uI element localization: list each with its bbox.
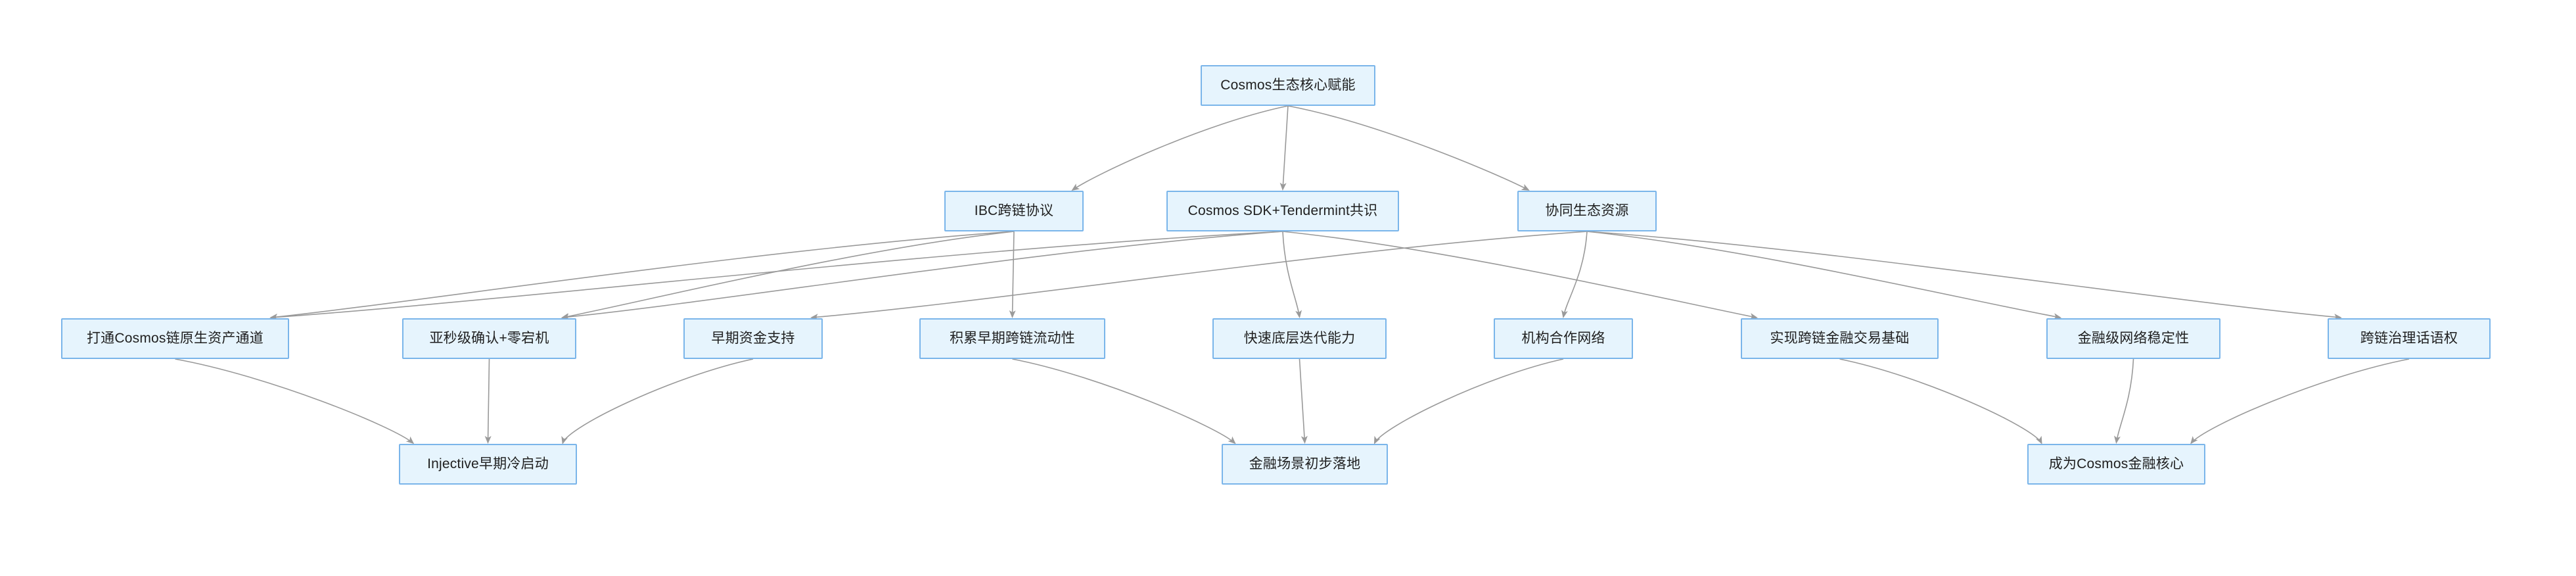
flowchart-edge-l2c-to-l3h [1586,231,2062,320]
flowchart-node-label: 积累早期跨链流动性 [950,331,1075,347]
flowchart-node-l3h[interactable]: 金融级网络稳定性 [2046,318,2220,359]
flowchart-node-label: 金融级网络稳定性 [2077,331,2190,347]
flowchart-node-l3d[interactable]: 积累早期跨链流动性 [919,318,1105,359]
flowchart-node-label: IBC跨链协议 [974,203,1054,219]
flowchart-node-l4a[interactable]: Injective早期冷启动 [399,444,577,485]
flowchart-node-l2a[interactable]: IBC跨链协议 [944,191,1084,231]
flowchart-edge-l2b-to-l3a [269,231,1283,321]
flowchart-node-label: 成为Cosmos金融核心 [2048,456,2184,472]
flowchart-edge-l3i-to-l4c [2190,358,2410,444]
flowchart-edge-l3a-to-l4a [175,358,415,444]
flowchart-node-l3f[interactable]: 机构合作网络 [1494,318,1633,359]
flowchart-edge-l3g-to-l4c [1839,358,2042,444]
flowchart-edge-l2a-to-l3b [561,231,1015,320]
flowchart-edge-l2a-to-l3d [1009,231,1016,318]
flowchart-edge-l2c-to-l3i [1586,231,2342,321]
flowchart-edge-l2c-to-l3c [810,231,1588,321]
flowchart-edge-l3e-to-l4b [1299,358,1308,444]
flowchart-node-label: 早期资金支持 [711,331,795,347]
flowchart-node-label: 打通Cosmos链原生资产通道 [86,331,264,347]
flowchart-node-label: 快速底层迭代能力 [1243,331,1356,347]
flowchart-edge-root-to-l2a [1071,105,1289,191]
flowchart-node-root[interactable]: Cosmos生态核心赋能 [1201,65,1375,106]
flowchart-edge-l3h-to-l4c [2114,358,2134,444]
flowchart-node-l2b[interactable]: Cosmos SDK+Tendermint共识 [1166,191,1399,231]
flowchart-node-label: Cosmos SDK+Tendermint共识 [1187,203,1378,219]
flowchart-node-label: 亚秒级确认+零宕机 [429,331,549,347]
flowchart-node-label: 实现跨链金融交易基础 [1770,331,1910,347]
flowchart-node-label: Injective早期冷启动 [427,456,549,472]
flowchart-edge-l2c-to-l3f [1561,231,1588,318]
flowchart-node-label: 协同生态资源 [1545,203,1629,219]
flowchart-edge-l3f-to-l4b [1373,358,1564,444]
flowchart-node-l2c[interactable]: 协同生态资源 [1517,191,1657,231]
flowchart-node-label: 机构合作网络 [1521,331,1605,347]
flowchart-node-l4c[interactable]: 成为Cosmos金融核心 [2027,444,2205,485]
flowchart-edge-l2a-to-l3a [269,231,1015,320]
flowchart-node-label: 金融场景初步落地 [1249,456,1361,472]
flowchart-edge-root-to-l2c [1287,105,1530,191]
flowchart-edge-l3d-to-l4b [1012,358,1236,444]
flowchart-edge-l3b-to-l4a [484,358,492,444]
flowchart-edge-l3c-to-l4a [561,358,754,444]
flowchart-node-l3i[interactable]: 跨链治理话语权 [2328,318,2491,359]
flowchart-node-l4b[interactable]: 金融场景初步落地 [1222,444,1388,485]
flowchart-node-label: Cosmos生态核心赋能 [1220,78,1356,93]
flowchart-node-label: 跨链治理话语权 [2360,331,2458,347]
flowchart-edge-l2b-to-l3e [1282,231,1302,318]
flowchart-node-l3e[interactable]: 快速底层迭代能力 [1212,318,1387,359]
flowchart-node-l3c[interactable]: 早期资金支持 [683,318,823,359]
flowchart-node-l3g[interactable]: 实现跨链金融交易基础 [1741,318,1939,359]
flowchart-node-l3b[interactable]: 亚秒级确认+零宕机 [402,318,576,359]
flowchart-edge-root-to-l2b [1279,105,1289,191]
flowchart-node-l3a[interactable]: 打通Cosmos链原生资产通道 [61,318,289,359]
flowchart-edge-l2b-to-l3g [1282,231,1759,320]
edge-paths [175,105,2410,444]
flowchart-edge-l2b-to-l3b [561,231,1283,320]
